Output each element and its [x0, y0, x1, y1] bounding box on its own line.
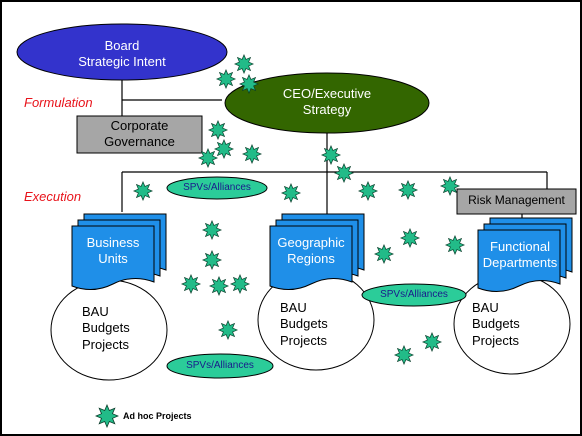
business-units-line-2: Units [98, 250, 128, 266]
governance-line-2: Governance [104, 133, 175, 149]
star-icon [445, 235, 465, 255]
star-icon [181, 274, 201, 294]
budgets-line: Budgets [82, 320, 130, 336]
geographic-line-1: Geographic [277, 235, 345, 250]
doc-stack-functional [477, 217, 573, 292]
star-icon [230, 274, 250, 294]
bau-line: BAU [82, 304, 109, 319]
projects-line: Projects [82, 336, 129, 352]
star-icon [400, 228, 420, 248]
ceo-ellipse [224, 72, 430, 134]
spv-label-3: SPVs/Alliances [186, 360, 254, 371]
legend-label: Ad hoc Projects [123, 411, 192, 421]
business-units-text: Business Units [72, 235, 154, 266]
ceo-subtitle: Strategy [302, 101, 352, 117]
projects-line: Projects [280, 332, 327, 348]
risk-management-text: Risk Management [468, 193, 565, 207]
star-icon [133, 181, 153, 201]
spv-ellipse-3 [166, 353, 274, 379]
spv-ellipse-1 [166, 176, 268, 200]
star-icon [422, 332, 442, 352]
functional-departments-text: Functional Departments [474, 239, 566, 270]
star-icon [242, 144, 262, 164]
doc-stack-business [71, 213, 167, 290]
budgets-line: Budgets [472, 316, 520, 332]
bau-line: BAU [280, 300, 307, 315]
risk-box [456, 188, 577, 215]
ceo-title: CEO/Executive [282, 86, 372, 101]
star-icon [394, 345, 414, 365]
projects-line: Projects [472, 332, 519, 348]
board-title: Board [104, 38, 140, 53]
board-subtitle: Strategic Intent [78, 53, 166, 69]
bau-text-functional: BAU Budgets Projects [472, 300, 520, 349]
star-icon [334, 163, 354, 183]
execution-label: Execution [24, 189, 82, 204]
legend-star-icon [95, 404, 119, 428]
star-icon [374, 244, 394, 264]
board-text: Board Strategic Intent [37, 38, 207, 69]
spv-label-1: SPVs/Alliances [183, 182, 251, 193]
star-icon [234, 54, 254, 74]
star-icon [208, 120, 228, 140]
ceo-text: CEO/Executive Strategy [242, 86, 412, 117]
functional-line-1: Functional [490, 239, 550, 254]
star-icon [209, 276, 229, 296]
governance-box [76, 115, 203, 154]
star-icon [214, 139, 234, 159]
doc-stack-geographic [269, 213, 365, 290]
star-icon [358, 181, 378, 201]
functional-line-2: Departments [482, 254, 558, 270]
star-icon [198, 148, 218, 168]
budgets-line: Budgets [280, 316, 328, 332]
bau-line: BAU [472, 300, 499, 315]
formulation-label: Formulation [24, 95, 93, 110]
star-icon [218, 320, 238, 340]
governance-line-1: Corporate [110, 118, 169, 133]
geographic-regions-text: Geographic Regions [270, 235, 352, 266]
star-icon [216, 69, 236, 89]
star-icon [321, 145, 341, 165]
board-ellipse [16, 23, 228, 81]
star-icon [398, 180, 418, 200]
bau-text-business: BAU Budgets Projects [82, 304, 130, 353]
business-units-line-1: Business [86, 235, 140, 250]
geographic-line-2: Regions [287, 250, 335, 266]
spv-ellipse-2 [361, 283, 467, 307]
star-icon [202, 220, 222, 240]
connector-lines [121, 74, 548, 230]
governance-text: Corporate Governance [77, 118, 202, 149]
star-icon [202, 250, 222, 270]
bau-text-geographic: BAU Budgets Projects [280, 300, 328, 349]
spv-label-2: SPVs/Alliances [380, 289, 448, 300]
star-icon [281, 183, 301, 203]
